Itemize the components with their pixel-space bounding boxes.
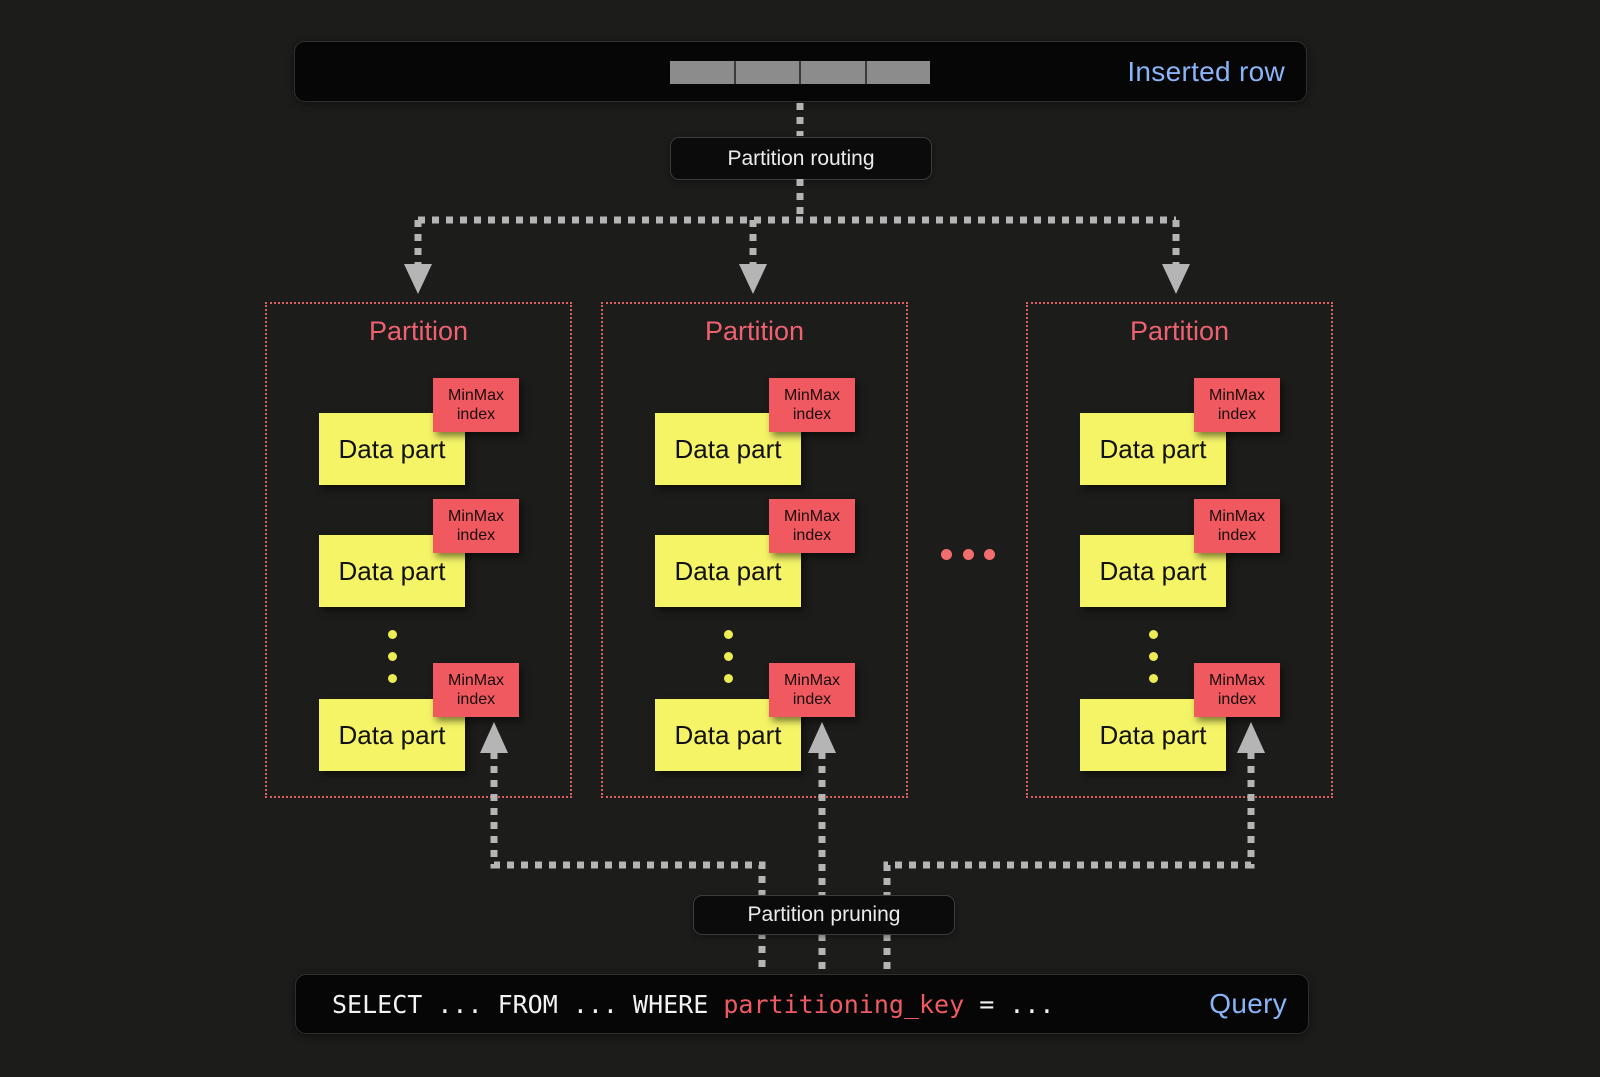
more-parts-dot-icon: [388, 674, 397, 683]
more-parts-dot-icon: [724, 630, 733, 639]
partition-box-2: Partition MinMax index Data part MinMax …: [601, 302, 908, 798]
minmax-index-tag: MinMax index: [1194, 499, 1280, 553]
more-parts-dot-icon: [1149, 630, 1158, 639]
minmax-index-tag: MinMax index: [769, 663, 855, 717]
query-label: Query: [1209, 988, 1287, 1019]
data-part-box: Data part: [1080, 413, 1226, 485]
minmax-index-tag: MinMax index: [1194, 663, 1280, 717]
query-code: SELECT ... FROM ... WHERE partitioning_k…: [332, 975, 1054, 1033]
query-code-after: = ...: [964, 989, 1055, 1019]
row-cell: [735, 61, 799, 84]
arrow-down-icon-left: [404, 264, 432, 294]
minmax-index-tag: MinMax index: [433, 663, 519, 717]
query-code-before: SELECT ... FROM ... WHERE: [332, 989, 724, 1019]
more-parts-dot-icon: [724, 652, 733, 661]
minmax-index-tag: MinMax index: [769, 499, 855, 553]
query-bar: SELECT ... FROM ... WHERE partitioning_k…: [295, 974, 1309, 1034]
row-cell: [801, 61, 865, 84]
row-cell: [670, 61, 734, 84]
partition-title: Partition: [1129, 316, 1230, 346]
inserted-row-label: Inserted row: [1127, 55, 1285, 87]
minmax-index-tag: MinMax index: [1194, 378, 1280, 432]
minmax-index-tag: MinMax index: [769, 378, 855, 432]
partition-box-3: Partition MinMax index Data part MinMax …: [1026, 302, 1333, 798]
query-partitioning-key: partitioning_key: [723, 989, 965, 1019]
partitions-ellipsis-dot-icon: [963, 549, 974, 560]
inserted-row-segments-icon: [670, 61, 930, 84]
partition-title: Partition: [368, 316, 469, 346]
partitions-ellipsis-dot-icon: [984, 549, 995, 560]
routing-connector: [404, 103, 1190, 294]
minmax-index-tag: MinMax index: [433, 499, 519, 553]
arrow-down-icon-middle: [739, 264, 767, 294]
row-cell: [866, 61, 930, 84]
partition-pruning-label: Partition pruning: [693, 895, 955, 935]
minmax-index-tag: MinMax index: [433, 378, 519, 432]
partition-box-1: Partition MinMax index Data part MinMax …: [265, 302, 572, 798]
data-part-box: Data part: [319, 535, 465, 607]
inserted-row-bar: Inserted row: [294, 41, 1307, 102]
partitions-ellipsis-dot-icon: [941, 549, 952, 560]
more-parts-dot-icon: [388, 630, 397, 639]
more-parts-dot-icon: [1149, 674, 1158, 683]
more-parts-dot-icon: [1149, 652, 1158, 661]
more-parts-dot-icon: [724, 674, 733, 683]
partition-routing-label: Partition routing: [670, 137, 932, 180]
partition-title: Partition: [704, 316, 805, 346]
arrow-down-icon-right: [1162, 264, 1190, 294]
more-parts-dot-icon: [388, 652, 397, 661]
